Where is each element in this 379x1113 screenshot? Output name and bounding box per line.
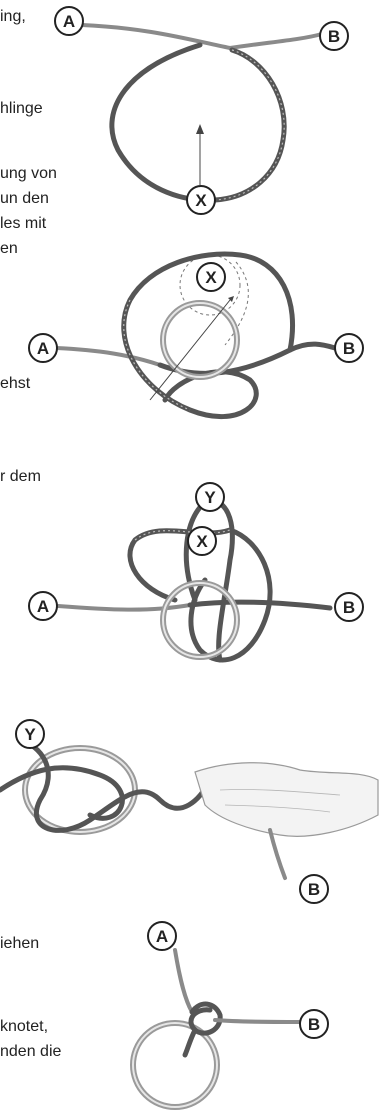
text-fragment-2: hlinge xyxy=(0,100,43,117)
text-fragment-4: un den xyxy=(0,190,49,207)
step-5-knot xyxy=(130,948,302,1110)
svg-text:B: B xyxy=(308,880,320,899)
svg-text:B: B xyxy=(343,339,355,358)
text-fragment-10: knotet, xyxy=(0,1018,49,1035)
label-a-2: A xyxy=(28,333,58,363)
text-fragment-11: nden die xyxy=(0,1043,62,1060)
label-a-5: A xyxy=(147,921,177,951)
step-3-knot xyxy=(56,498,333,663)
text-fragment-7: ehst xyxy=(0,375,31,392)
label-x-3: X xyxy=(187,526,217,556)
svg-text:B: B xyxy=(343,598,355,617)
svg-text:A: A xyxy=(37,597,49,616)
svg-text:A: A xyxy=(156,927,168,946)
hand-icon xyxy=(194,762,379,837)
svg-text:X: X xyxy=(205,268,217,287)
svg-text:Y: Y xyxy=(204,488,216,507)
svg-text:X: X xyxy=(196,532,208,551)
label-b-4: B xyxy=(299,874,329,904)
label-x-1: X xyxy=(186,185,216,215)
svg-text:A: A xyxy=(37,339,49,358)
text-fragment-9: iehen xyxy=(0,935,40,952)
text-fragment-3: ung von xyxy=(0,165,57,182)
svg-text:X: X xyxy=(195,191,207,210)
arrow-head xyxy=(196,124,204,134)
label-b-1: B xyxy=(319,21,349,51)
label-y-3: Y xyxy=(195,482,225,512)
label-b-5: B xyxy=(299,1009,329,1039)
label-y-4: Y xyxy=(15,719,45,749)
step-1-loop xyxy=(80,23,324,203)
label-a-3: A xyxy=(28,591,58,621)
text-fragment-1: ing, xyxy=(0,8,26,25)
label-b-2: B xyxy=(334,333,364,363)
label-a-1: A xyxy=(54,6,84,36)
svg-text:B: B xyxy=(308,1015,320,1034)
label-b-3: B xyxy=(334,592,364,622)
svg-text:B: B xyxy=(328,27,340,46)
label-x-2: X xyxy=(196,262,226,292)
step-4-hand xyxy=(0,737,379,880)
svg-text:Y: Y xyxy=(24,725,36,744)
step-2-knot xyxy=(54,251,338,420)
text-fragment-6: en xyxy=(0,240,18,257)
text-fragment-5: les mit xyxy=(0,215,47,232)
svg-text:A: A xyxy=(63,12,75,31)
text-fragment-8: r dem xyxy=(0,468,41,485)
